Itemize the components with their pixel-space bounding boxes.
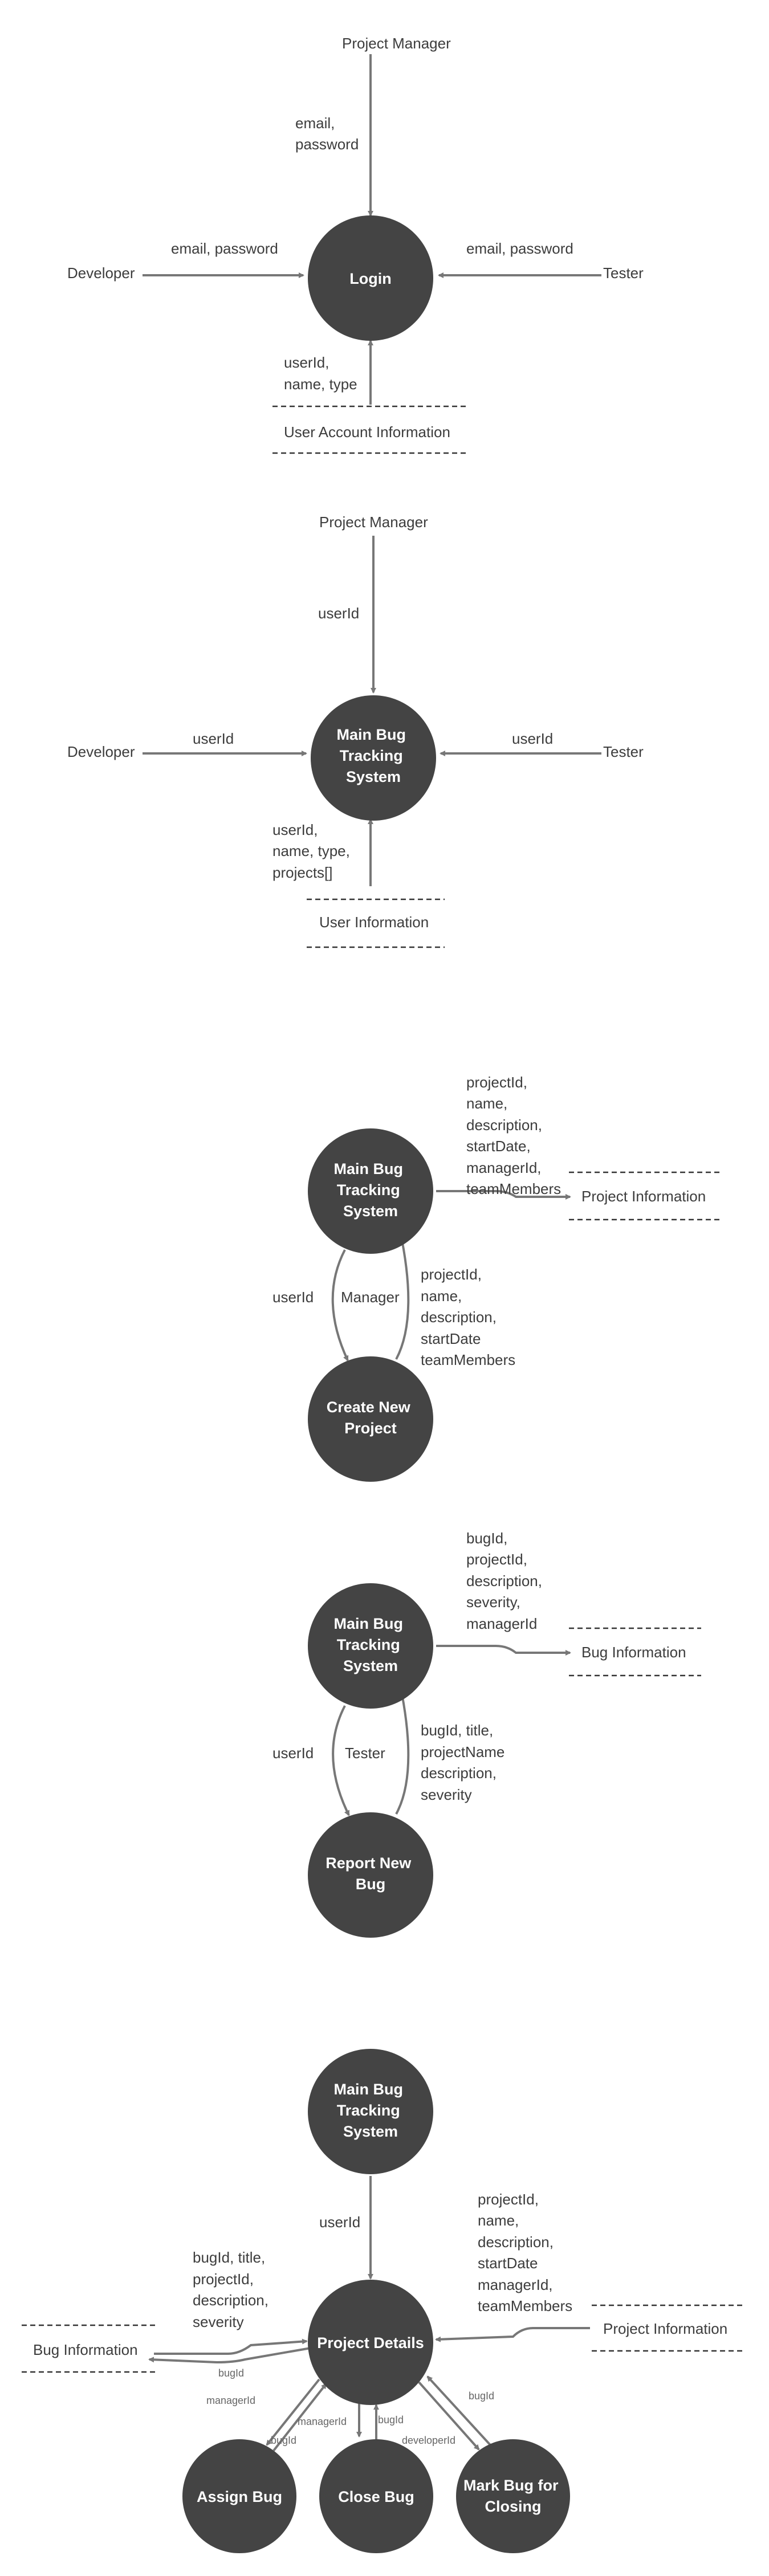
flow-label-up: projectId, name, description, startDate … [421, 1266, 515, 1368]
process-login [308, 215, 433, 341]
flow-label-down: userId [272, 1289, 314, 1306]
entity-project-manager: Project Manager [342, 35, 451, 52]
process-mark-bug-for-closing [456, 2439, 570, 2553]
flow-label-bugid-close: bugId [378, 2414, 404, 2426]
flow-label-tester: Tester [345, 1744, 385, 1762]
process-close-bug [319, 2439, 433, 2553]
flow-label-to-store: projectId, name, description, startDate,… [466, 1074, 561, 1197]
process-main-system-label: Main Bug Tracking System [336, 726, 410, 785]
flow-label-manager: userId [318, 605, 359, 622]
process-create-new-project [308, 1356, 433, 1482]
flow-label-up: bugId, title, projectName description, s… [421, 1722, 509, 1803]
flow-main-to-project-store [436, 1190, 571, 1200]
flow-label-project-store: projectId, name, description, startDate … [478, 2191, 572, 2314]
flow-label-to-store: bugId, projectId, description, severity,… [466, 1530, 546, 1632]
flow-main-to-bug-store [436, 1645, 571, 1656]
process-assign-bug-label: Assign Bug [197, 2488, 282, 2505]
process-assign-bug [182, 2439, 296, 2553]
flow-label-managerid-close: managerId [298, 2416, 347, 2427]
flow-bug-store-to-details [154, 2338, 308, 2355]
entity-project-manager: Project Manager [319, 513, 428, 531]
process-main-system-label: Main Bug Tracking System [333, 2081, 407, 2140]
diagram-login: Login Project Manager Developer Tester e… [67, 35, 644, 454]
flow-label-tester: userId [512, 730, 553, 747]
entity-tester: Tester [603, 264, 644, 282]
entity-tester: Tester [603, 743, 644, 760]
process-main-system-label: Main Bug Tracking System [333, 1160, 407, 1220]
process-main-system [308, 2049, 433, 2174]
flow-label-bug-store: bugId, title, projectId, description, se… [193, 2249, 272, 2330]
process-create-new-project-label: Create New Project [327, 1399, 415, 1437]
flow-label-store: userId, name, type, projects[] [272, 821, 354, 881]
flow-label-store: userId, name, type [284, 354, 357, 393]
flow-label-main-to-details: userId [319, 2214, 360, 2231]
diagram-project-details: Main Bug Tracking System Project Details… [22, 2049, 746, 2553]
flow-label-developer: email, password [171, 240, 278, 257]
entity-developer: Developer [67, 743, 135, 760]
diagram-report-bug: Main Bug Tracking System Report New Bug … [272, 1530, 701, 1938]
flow-main-to-create [331, 1249, 349, 1362]
diagram-create-project: Main Bug Tracking System Create New Proj… [272, 1074, 723, 1482]
flow-mark-to-details [426, 2375, 491, 2446]
process-main-system [308, 1583, 433, 1709]
entity-developer: Developer [67, 264, 135, 282]
flow-label-developerid-mark: developerId [402, 2435, 455, 2446]
diagram-main-system: Main Bug Tracking System Project Manager… [67, 513, 644, 948]
process-main-system [308, 1128, 433, 1254]
flow-label-developer: userId [193, 730, 234, 747]
flow-label-managerid-assign: managerId [206, 2395, 255, 2406]
flow-label-bugid-assign: bugId [271, 2435, 296, 2446]
flow-details-to-bug-store [148, 2347, 311, 2364]
flow-label-manager: email, password [295, 115, 359, 153]
flow-details-to-mark [418, 2381, 480, 2451]
flow-details-to-assign [266, 2378, 320, 2446]
store-user-account-information: User Account Information [284, 423, 450, 441]
flow-project-store-to-details [435, 2327, 590, 2342]
store-project-information: Project Information [581, 1188, 706, 1205]
process-main-system-label: Main Bug Tracking System [333, 1615, 407, 1674]
process-mark-bug-for-closing-label: Mark Bug for Closing [463, 2477, 563, 2515]
flow-label-tester: email, password [466, 240, 573, 257]
store-user-information: User Information [319, 914, 429, 931]
process-report-new-bug-label: Report New Bug [325, 1854, 416, 1893]
process-main-system [311, 695, 436, 821]
process-report-new-bug [308, 1812, 433, 1938]
flow-label-bugid-mark: bugId [469, 2390, 494, 2402]
flow-main-to-report [332, 1705, 350, 1816]
store-project-information: Project Information [603, 2320, 727, 2337]
process-login-label: Login [349, 270, 391, 287]
process-close-bug-label: Close Bug [338, 2488, 414, 2505]
flow-label-bugid-left: bugId [218, 2367, 244, 2379]
store-bug-information: Bug Information [581, 1644, 686, 1661]
flow-label-manager: Manager [341, 1289, 400, 1306]
flow-assign-to-details [272, 2383, 327, 2452]
process-project-details [308, 2280, 433, 2405]
flow-label-down: userId [272, 1744, 314, 1762]
process-project-details-label: Project Details [317, 2334, 424, 2351]
store-bug-information: Bug Information [33, 2341, 138, 2358]
